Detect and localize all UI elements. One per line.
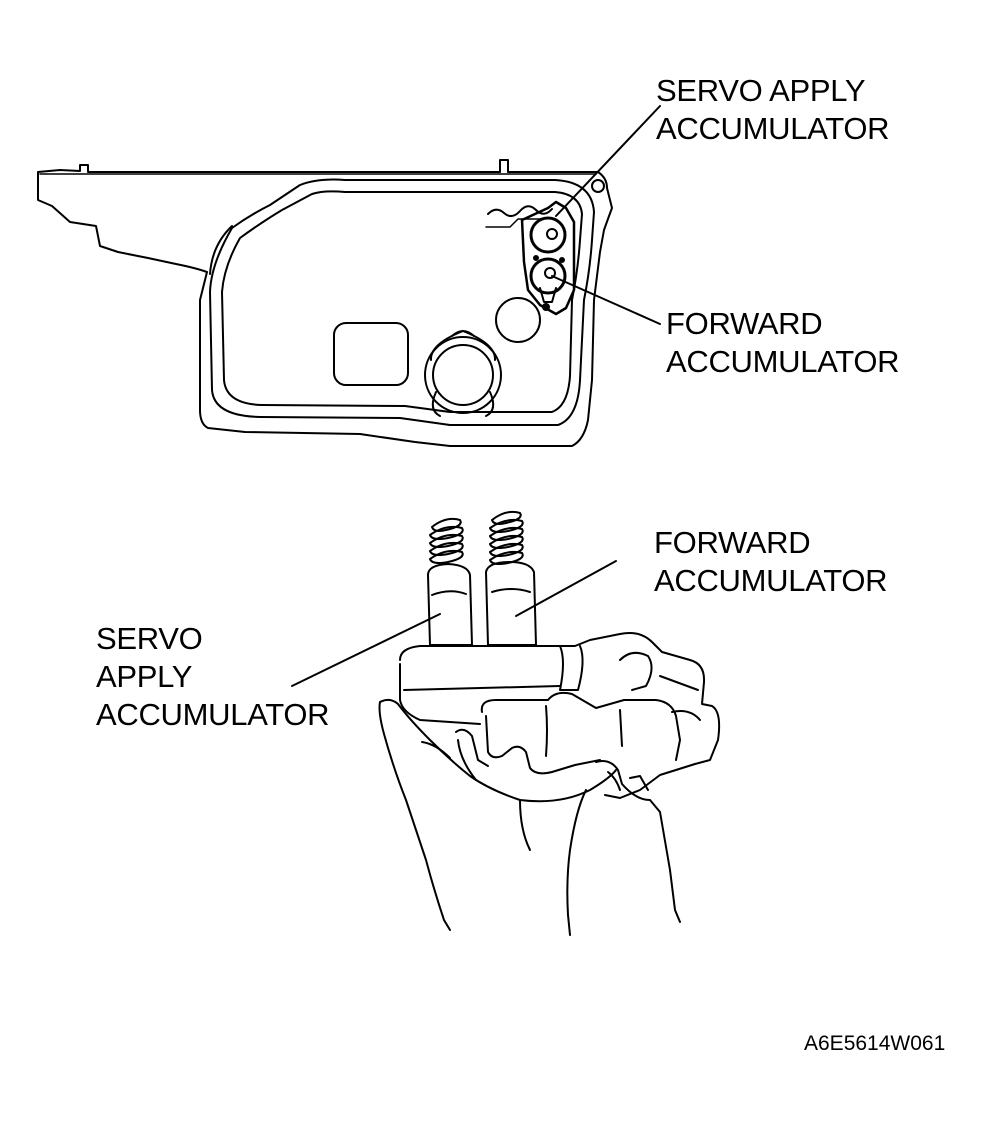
bottom-servo-label-line-1: SERVO [96,621,203,656]
transmission-case-illustration [38,160,612,446]
bottom-forward-label-line-2: ACCUMULATOR [654,563,888,598]
top-servo-apply-label: SERVO APPLY ACCUMULATOR [656,72,890,148]
top-forward-label: FORWARD ACCUMULATOR [666,305,900,381]
top-servo-label-line-1: SERVO APPLY [656,73,866,108]
bottom-servo-label-line-3: ACCUMULATOR [96,697,330,732]
figure-code: A6E5614W061 [804,1032,946,1055]
bottom-forward-label-line-1: FORWARD [654,525,811,560]
top-forward-label-line-1: FORWARD [666,306,823,341]
top-forward-label-line-2: ACCUMULATOR [666,344,900,379]
bottom-servo-apply-label: SERVO APPLY ACCUMULATOR [96,620,330,734]
bottom-forward-leader-line [516,561,616,616]
valve-body-in-hands-illustration [380,512,720,935]
top-servo-leader-line [556,106,660,216]
forward-spring [490,512,523,564]
bottom-forward-label: FORWARD ACCUMULATOR [654,524,888,600]
top-forward-leader-line [552,276,660,324]
bottom-servo-label-line-2: APPLY [96,659,193,694]
bottom-servo-leader-line [292,614,440,686]
servo-spring [430,519,463,563]
top-servo-label-line-2: ACCUMULATOR [656,111,890,146]
